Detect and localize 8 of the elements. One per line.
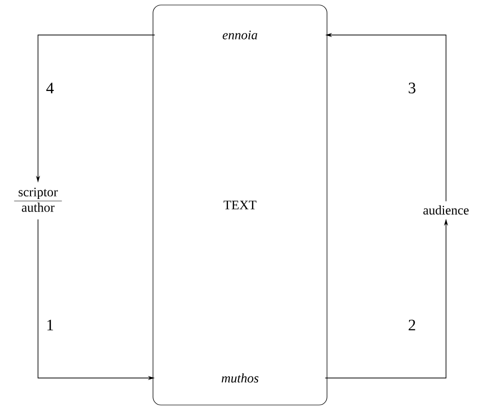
text-label: ennoia (222, 30, 258, 40)
text-label: muthos (222, 373, 258, 383)
step-number: 3 (407, 82, 417, 94)
step-number: 1 (45, 318, 55, 332)
step-number: 4 (45, 82, 55, 94)
fraction-label: scriptor author (14, 188, 62, 212)
step-number: 2 (407, 318, 417, 332)
text-label: audience (423, 205, 469, 215)
